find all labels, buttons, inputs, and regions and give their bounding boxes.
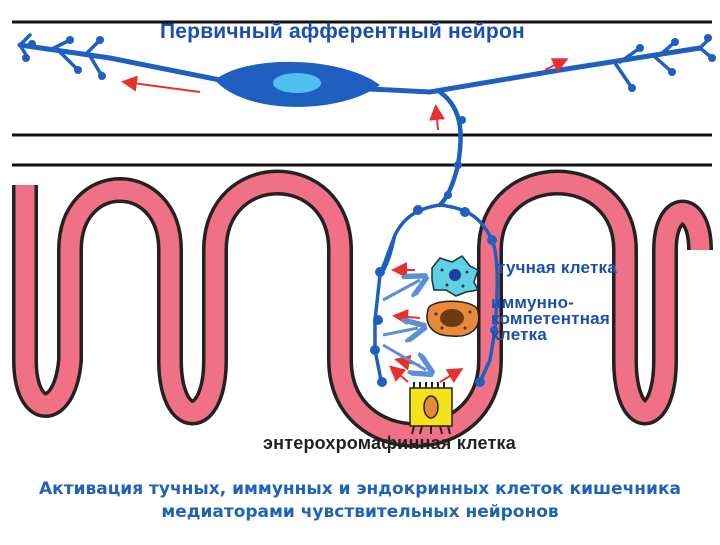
enterochromaffin-cell-label: энтерохромафинная клетка: [263, 433, 516, 453]
neuron-nucleus: [273, 73, 321, 93]
mediator-arrows: [382, 280, 426, 370]
neuron-varicosities: [22, 34, 716, 387]
impulse-arrows: [121, 58, 569, 384]
immune-cell-label: иммунно- компетентная клетка: [491, 293, 610, 344]
enterochromaffin-cell: [409, 382, 453, 435]
caption: Активация тучных, иммунных и эндокринных…: [39, 479, 681, 522]
immune-cell-label-line3: клетка: [491, 325, 548, 344]
intestinal-wall: [15, 173, 710, 445]
immune-cell-label-line1: иммунно-: [491, 293, 575, 312]
immune-cell: [426, 300, 480, 337]
neuron-title: Первичный афферентный нейрон: [160, 20, 525, 43]
mast-cell-label: тучная клетка: [497, 258, 617, 277]
mast-cell: [431, 255, 480, 297]
immune-cell-label-line2: компетентная: [491, 309, 610, 328]
